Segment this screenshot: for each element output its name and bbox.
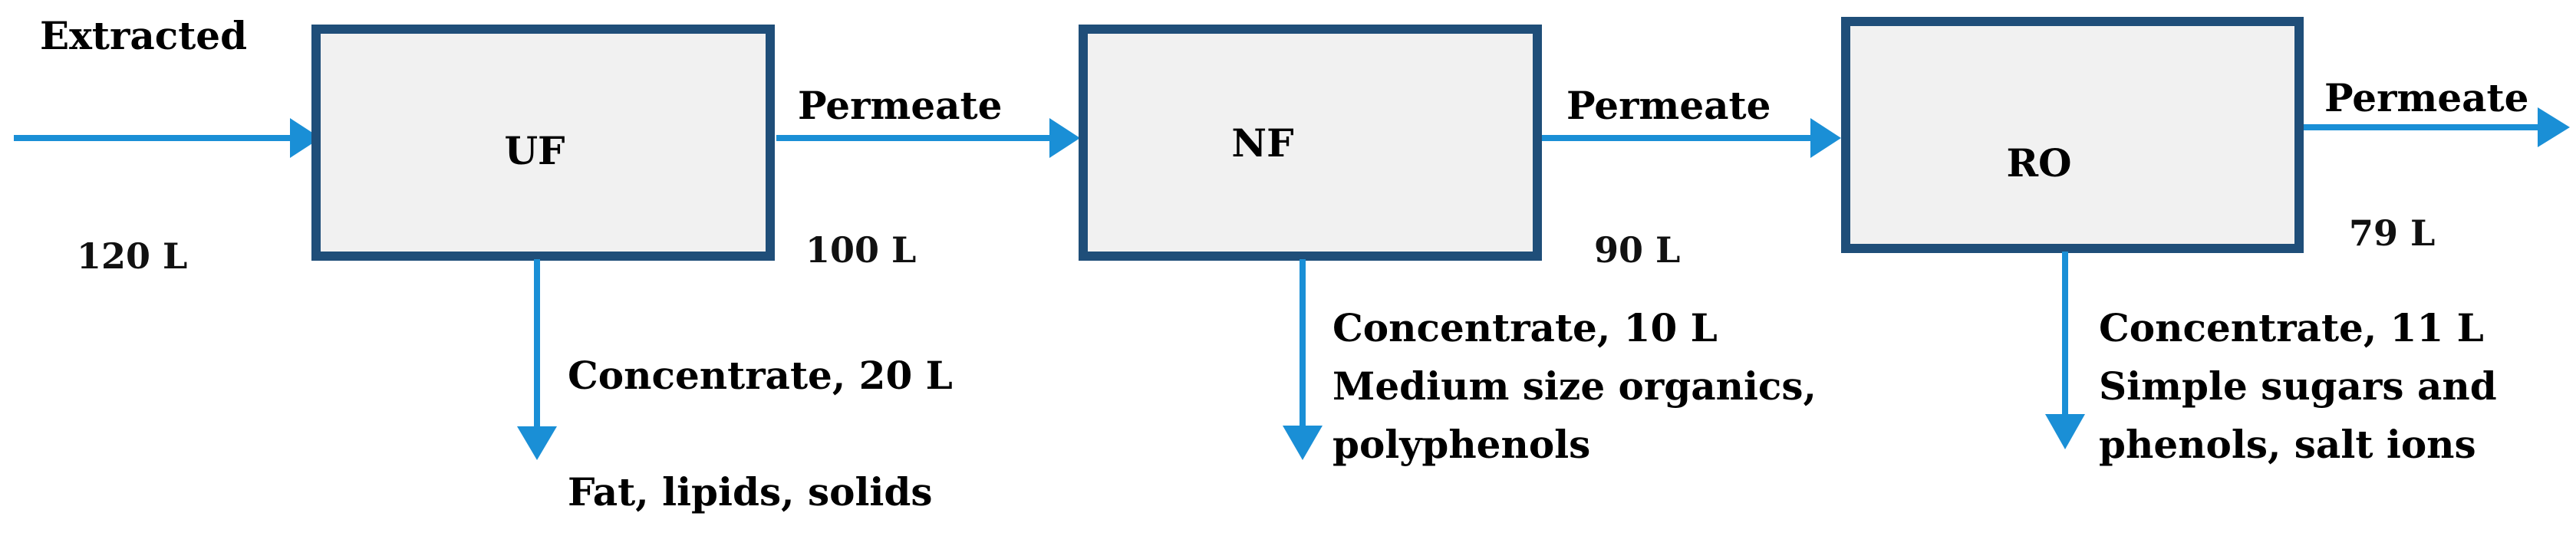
nf-concentrate-label: Concentrate, 10 L <box>1332 305 1718 350</box>
ro-concentrate-label: Concentrate, 11 L <box>2099 305 2484 350</box>
uf-permeate-arrow-head <box>1049 118 1080 158</box>
nf-permeate-volume: 90 L <box>1594 229 1680 271</box>
uf-label: UF <box>504 128 565 173</box>
ro-concentrate-desc-line-1: Simple sugars and <box>2099 363 2497 409</box>
nf-label: NF <box>1231 120 1293 166</box>
nf-concentrate-arrow-head <box>1283 426 1323 460</box>
uf-concentrate-label: Concentrate, 20 L <box>568 353 953 398</box>
feed-volume: 120 L <box>77 235 187 277</box>
uf-permeate-volume: 100 L <box>805 229 916 271</box>
ro-permeate-volume: 79 L <box>2349 212 2435 254</box>
nf-concentrate-desc-line-2: polyphenols <box>1332 422 1590 467</box>
ro-box <box>1841 17 2304 253</box>
uf-permeate-label: Permeate <box>798 83 1002 128</box>
nf-concentrate-desc-line-1: Medium size organics, <box>1332 363 1817 409</box>
nf-box <box>1079 25 1542 261</box>
feed-arrow-head <box>290 118 321 158</box>
nf-permeate-arrow-head <box>1810 118 1841 158</box>
ro-concentrate-arrow-head <box>2045 414 2085 449</box>
uf-concentrate-desc-line-1: Fat, lipids, solids <box>568 469 933 515</box>
uf-box <box>311 25 775 261</box>
ro-permeate-arrow-head <box>2538 107 2570 147</box>
nf-permeate-label: Permeate <box>1566 83 1771 128</box>
feed-label: Extracted <box>40 13 247 58</box>
ro-label: RO <box>2006 140 2071 186</box>
ro-permeate-label: Permeate <box>2324 75 2528 120</box>
uf-concentrate-arrow-head <box>517 426 557 460</box>
ro-concentrate-desc-line-2: phenols, salt ions <box>2099 422 2476 467</box>
